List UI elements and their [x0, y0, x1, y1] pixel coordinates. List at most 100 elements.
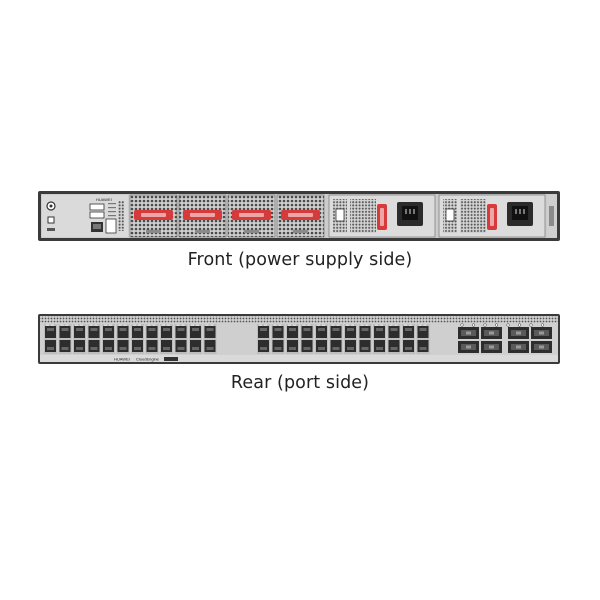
sfp-port-bottom	[345, 340, 356, 352]
sfp-port-top	[88, 326, 100, 338]
rear-caption: Rear (port side)	[230, 373, 370, 393]
sfp-port-column[interactable]	[315, 324, 328, 354]
qsfp-port[interactable]	[508, 327, 529, 339]
sfp-port-top	[388, 326, 400, 338]
psu-latch-2	[445, 208, 455, 222]
sfp-port-top	[316, 326, 327, 338]
sfp-port-column[interactable]	[116, 324, 130, 354]
sfp-port-bottom	[103, 340, 114, 352]
sfp-port-top	[103, 326, 114, 338]
id-button	[105, 218, 117, 234]
sfp-port-bottom	[272, 340, 284, 352]
qsfp-port[interactable]	[458, 327, 479, 339]
sfp-port-top	[74, 326, 85, 338]
fan-module-4[interactable]	[276, 194, 325, 238]
sfp-port-column[interactable]	[300, 324, 314, 354]
sfp-port-top	[146, 326, 158, 338]
product-name-rear: CloudEngine	[136, 357, 160, 362]
sfp-port-top	[45, 326, 56, 338]
sfp-port-top	[374, 326, 385, 338]
sfp-port-bottom	[388, 340, 400, 352]
sfp-port-bottom	[403, 340, 414, 352]
sfp-port-column[interactable]	[271, 324, 285, 354]
sfp-port-top	[359, 326, 371, 338]
sfp-port-top	[117, 326, 129, 338]
status-led-icon	[494, 323, 499, 327]
sfp-port-column[interactable]	[87, 324, 101, 354]
sfp-port-bottom	[374, 340, 385, 352]
sfp-port-group[interactable]	[44, 324, 430, 354]
sfp-port-bottom	[330, 340, 342, 352]
qsfp-port[interactable]	[458, 341, 479, 353]
sfp-port-top	[345, 326, 356, 338]
sfp-port-top	[132, 326, 143, 338]
sfp-port-top	[161, 326, 172, 338]
status-led-icon	[483, 323, 487, 327]
sfp-port-column[interactable]	[44, 324, 57, 354]
fan-module-3[interactable]	[227, 194, 276, 238]
sfp-port-bottom	[88, 340, 100, 352]
fan-module-2[interactable]	[178, 194, 227, 238]
sfp-port-bottom	[287, 340, 298, 352]
sfp-port-column[interactable]	[286, 324, 299, 354]
sfp-port-bottom	[132, 340, 143, 352]
sfp-port-column[interactable]	[73, 324, 86, 354]
management-module: HUAWEI	[42, 195, 128, 237]
power-module-1[interactable]	[328, 194, 436, 238]
sfp-port-top	[417, 326, 429, 338]
sfp-port-top	[330, 326, 342, 338]
fan-module-1[interactable]	[129, 194, 178, 238]
sfp-port-column[interactable]	[189, 324, 202, 354]
rear-vent-strip	[40, 316, 558, 323]
sfp-port-column[interactable]	[344, 324, 357, 354]
sfp-port-column[interactable]	[257, 324, 270, 354]
sfp-port-top	[301, 326, 313, 338]
sfp-port-bottom	[417, 340, 429, 352]
brand-logo-front: HUAWEI	[96, 197, 112, 202]
sfp-port-column[interactable]	[174, 324, 188, 354]
sfp-port-top	[190, 326, 201, 338]
qsfp-port[interactable]	[481, 341, 502, 353]
sfp-port-column[interactable]	[131, 324, 144, 354]
brand-logo-rear: HUAWEI	[114, 357, 130, 362]
sfp-port-column[interactable]	[387, 324, 401, 354]
sfp-port-bottom	[258, 340, 269, 352]
sfp-port-bottom	[204, 340, 216, 352]
sfp-port-top	[287, 326, 298, 338]
sfp-port-bottom	[301, 340, 313, 352]
sfp-port-bottom	[117, 340, 129, 352]
sfp-port-bottom	[146, 340, 158, 352]
power-module-2[interactable]	[438, 194, 546, 238]
usb-port-bottom	[89, 211, 105, 219]
sfp-port-bottom	[59, 340, 71, 352]
sfp-port-top	[272, 326, 284, 338]
sfp-port-top	[175, 326, 187, 338]
sfp-port-column[interactable]	[102, 324, 115, 354]
sfp-port-column[interactable]	[358, 324, 372, 354]
qsfp-port-group[interactable]	[458, 323, 552, 353]
sfp-port-bottom	[190, 340, 201, 352]
sfp-port-column[interactable]	[58, 324, 72, 354]
qsfp-port[interactable]	[481, 327, 502, 339]
sfp-port-column[interactable]	[416, 324, 430, 354]
psu-latch-1	[335, 208, 345, 222]
front-panel: HUAWEI	[38, 191, 560, 241]
sfp-port-top	[204, 326, 216, 338]
sfp-port-bottom	[161, 340, 172, 352]
sfp-port-column[interactable]	[329, 324, 343, 354]
qsfp-port[interactable]	[531, 327, 552, 339]
status-led-icon	[540, 323, 545, 327]
qsfp-port[interactable]	[531, 341, 552, 353]
sfp-port-top	[59, 326, 71, 338]
qsfp-port[interactable]	[508, 341, 529, 353]
status-led-icon	[506, 323, 510, 327]
sfp-port-bottom	[359, 340, 371, 352]
sfp-port-column[interactable]	[145, 324, 159, 354]
sfp-port-column[interactable]	[160, 324, 173, 354]
sfp-port-column[interactable]	[373, 324, 386, 354]
sfp-port-column[interactable]	[203, 324, 217, 354]
sfp-port-top	[258, 326, 269, 338]
sfp-port-bottom	[175, 340, 187, 352]
sfp-port-column[interactable]	[402, 324, 415, 354]
usb-port-top	[89, 203, 105, 211]
